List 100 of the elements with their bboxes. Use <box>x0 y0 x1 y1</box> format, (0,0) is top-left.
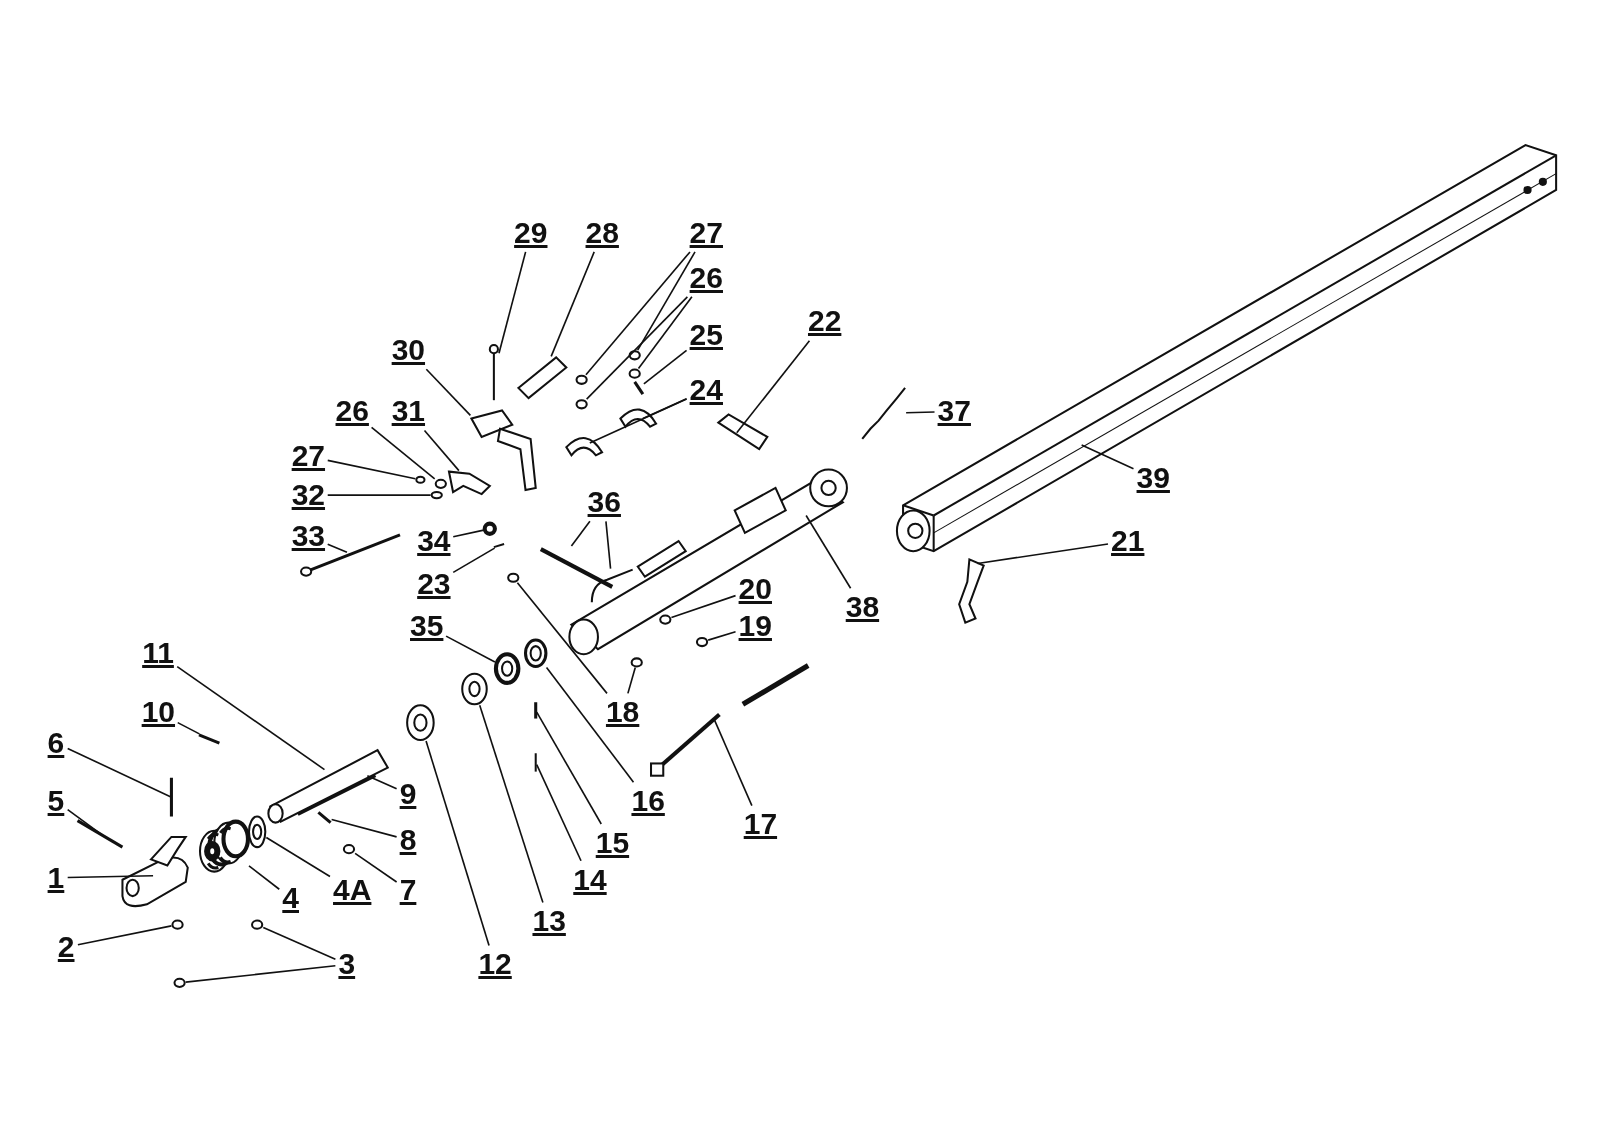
pin-drawing <box>493 543 505 549</box>
callout-number: 3 <box>338 948 356 981</box>
callout-number: 25 <box>689 318 723 351</box>
u-bolt-drawing <box>590 568 634 603</box>
pin-drawing <box>516 355 568 400</box>
leader-line <box>366 774 398 790</box>
crank-handle-drawing <box>958 557 985 624</box>
callout-number: 18 <box>605 696 640 729</box>
leader-line <box>707 630 737 641</box>
leader-line <box>452 529 485 538</box>
callout-number: 28 <box>585 216 619 249</box>
leader-line <box>570 520 591 547</box>
callout-number: 39 <box>1136 461 1170 494</box>
callout-number: 24 <box>689 373 723 406</box>
callout-number: 27 <box>291 440 326 473</box>
callout-number: 38 <box>845 591 880 624</box>
tube-housing-drawing <box>568 468 848 656</box>
leader-line <box>326 459 417 480</box>
callout-number: 37 <box>937 395 971 428</box>
leader-line <box>326 543 348 554</box>
washer-drawing <box>434 478 447 489</box>
callout-number: 20 <box>738 572 772 605</box>
leader-line <box>248 865 281 891</box>
washer-drawing <box>695 636 709 648</box>
callout-number: 5 <box>47 785 65 817</box>
leader-line <box>516 582 608 695</box>
shackle-drawing <box>565 437 604 457</box>
leader-line <box>66 808 103 836</box>
leader-line <box>176 665 326 771</box>
washer-drawing <box>575 374 588 385</box>
callout-number: 4A <box>333 873 372 906</box>
leader-line <box>354 852 398 883</box>
callout-number: 32 <box>291 478 326 511</box>
callout-number: 2 <box>57 930 75 963</box>
leader-line <box>905 411 936 414</box>
bolt-drawing <box>716 413 769 451</box>
callout-number: 6 <box>47 726 65 759</box>
callout-number: 31 <box>391 395 426 428</box>
pin-drawing <box>534 702 538 719</box>
callout-number: 36 <box>587 486 621 519</box>
callout-number: 26 <box>689 261 723 294</box>
leader-line <box>425 368 472 417</box>
callout-number: 14 <box>573 863 607 896</box>
leader-line <box>976 543 1109 565</box>
callout-number: 35 <box>410 609 444 642</box>
rod-drawing <box>297 774 377 816</box>
leader-line <box>498 251 527 355</box>
leader-line <box>176 721 201 735</box>
coupling-head-drawing <box>121 835 189 908</box>
leader-line <box>627 666 637 695</box>
leader-line <box>370 426 436 480</box>
leader-line <box>184 964 337 983</box>
pin-drawing <box>633 380 645 395</box>
callout-number: 27 <box>689 216 723 249</box>
leader-line <box>423 429 460 472</box>
callout-number: 16 <box>631 785 665 817</box>
ring-drawing <box>247 815 267 849</box>
ring-drawing <box>406 704 435 741</box>
leader-line <box>330 818 398 838</box>
callout-number: 12 <box>478 948 512 981</box>
leader-line <box>265 836 331 878</box>
washer-drawing <box>430 491 443 500</box>
brake-cable-drawing <box>650 712 721 777</box>
washer-drawing <box>507 572 520 583</box>
callout-number: 13 <box>532 905 566 938</box>
bolt-drawing <box>76 819 124 849</box>
washer-drawing <box>251 919 264 930</box>
leader-line <box>637 296 693 370</box>
washer-drawing <box>342 844 356 855</box>
callout-number: 22 <box>808 305 842 338</box>
pin-drawing <box>534 753 537 772</box>
leader-line <box>1080 444 1135 470</box>
leader-line <box>445 635 496 663</box>
drawbar-beam-drawing <box>895 143 1558 553</box>
leader-line <box>66 874 154 879</box>
callout-number: 7 <box>399 873 417 906</box>
shackle-drawing <box>619 408 658 428</box>
callout-number: 34 <box>417 524 451 557</box>
callout-number: 11 <box>142 637 174 670</box>
washer-drawing <box>659 614 672 625</box>
leader-line <box>585 251 691 376</box>
washer-drawing <box>173 977 186 988</box>
leader-line <box>605 520 612 570</box>
washer-drawing <box>628 350 641 361</box>
leader-line <box>642 398 688 420</box>
leader-line <box>713 718 753 807</box>
washer-drawing <box>482 521 497 536</box>
leader-line <box>585 296 689 400</box>
leader-line <box>535 763 582 862</box>
washer-drawing <box>171 919 184 930</box>
leader-line <box>643 349 688 385</box>
callout-number: 10 <box>141 696 176 729</box>
leader-line <box>535 711 603 825</box>
callout-number: 1 <box>47 861 65 894</box>
callout-number: 8 <box>399 823 417 856</box>
callout-number: 26 <box>335 395 369 428</box>
leader-line <box>735 339 811 434</box>
bellows-drawing <box>199 819 250 873</box>
lever-drawing <box>469 409 537 492</box>
washer-drawing <box>628 368 641 379</box>
